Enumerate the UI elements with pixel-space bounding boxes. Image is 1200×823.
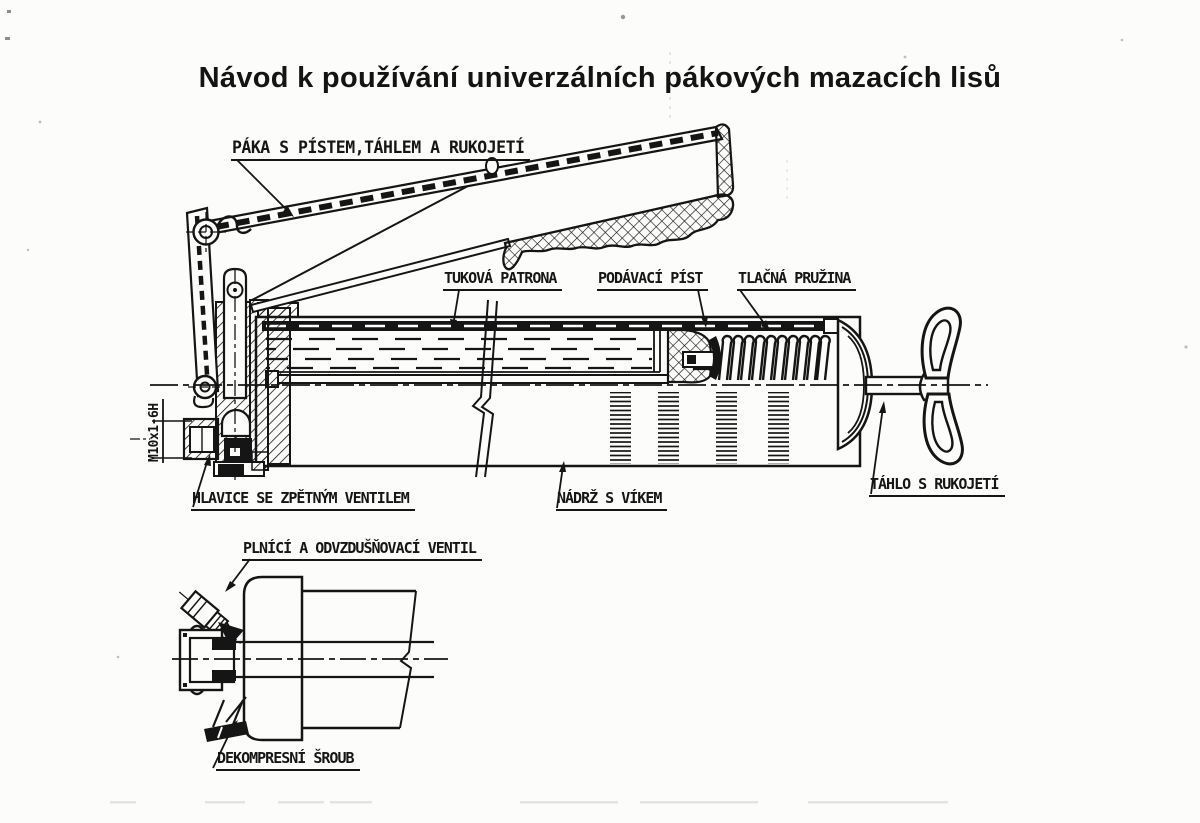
label-rod-with-handle: TÁHLO S RUKOJETÍ: [869, 475, 1005, 497]
end-cap-and-handle: [823, 306, 964, 466]
thread-spec-text: M10x1-6H: [147, 403, 162, 462]
label-head-check-valve: HLAVICE SE ZPĚTNÝM VENTILEM: [191, 489, 415, 511]
lever-assembly: [185, 123, 735, 409]
leader-lines: [192, 159, 886, 769]
label-decompression-screw: DEKOMPRESNÍ ŠROUB: [216, 749, 360, 771]
scan-artifacts: [5, 10, 1188, 659]
detail-view: [172, 575, 448, 742]
bottom-smudge: [110, 801, 948, 804]
label-pressure-spring: TLAČNÁ PRUŽINA: [737, 269, 857, 291]
tank-barrel: [254, 302, 862, 468]
feed-piston: [666, 328, 721, 384]
page-title: Návod k používání univerzálních pákových…: [198, 62, 1002, 94]
thread-dimension: M10x1-6H: [147, 399, 192, 463]
label-lever: PÁKA S PÍSTEM,TÁHLEM A RUKOJETÍ: [231, 138, 531, 161]
label-feed-piston: PODÁVACÍ PÍST: [597, 269, 709, 291]
center-lines: [130, 212, 988, 484]
label-cartridge: TUKOVÁ PATRONA: [443, 269, 563, 291]
break-lines: [471, 299, 498, 478]
label-fill-vent-valve: PLNÍCÍ A ODVZDUŠŇOVACÍ VENTIL: [242, 539, 482, 561]
label-tank-with-lid: NÁDRŽ S VÍKEM: [556, 489, 668, 511]
